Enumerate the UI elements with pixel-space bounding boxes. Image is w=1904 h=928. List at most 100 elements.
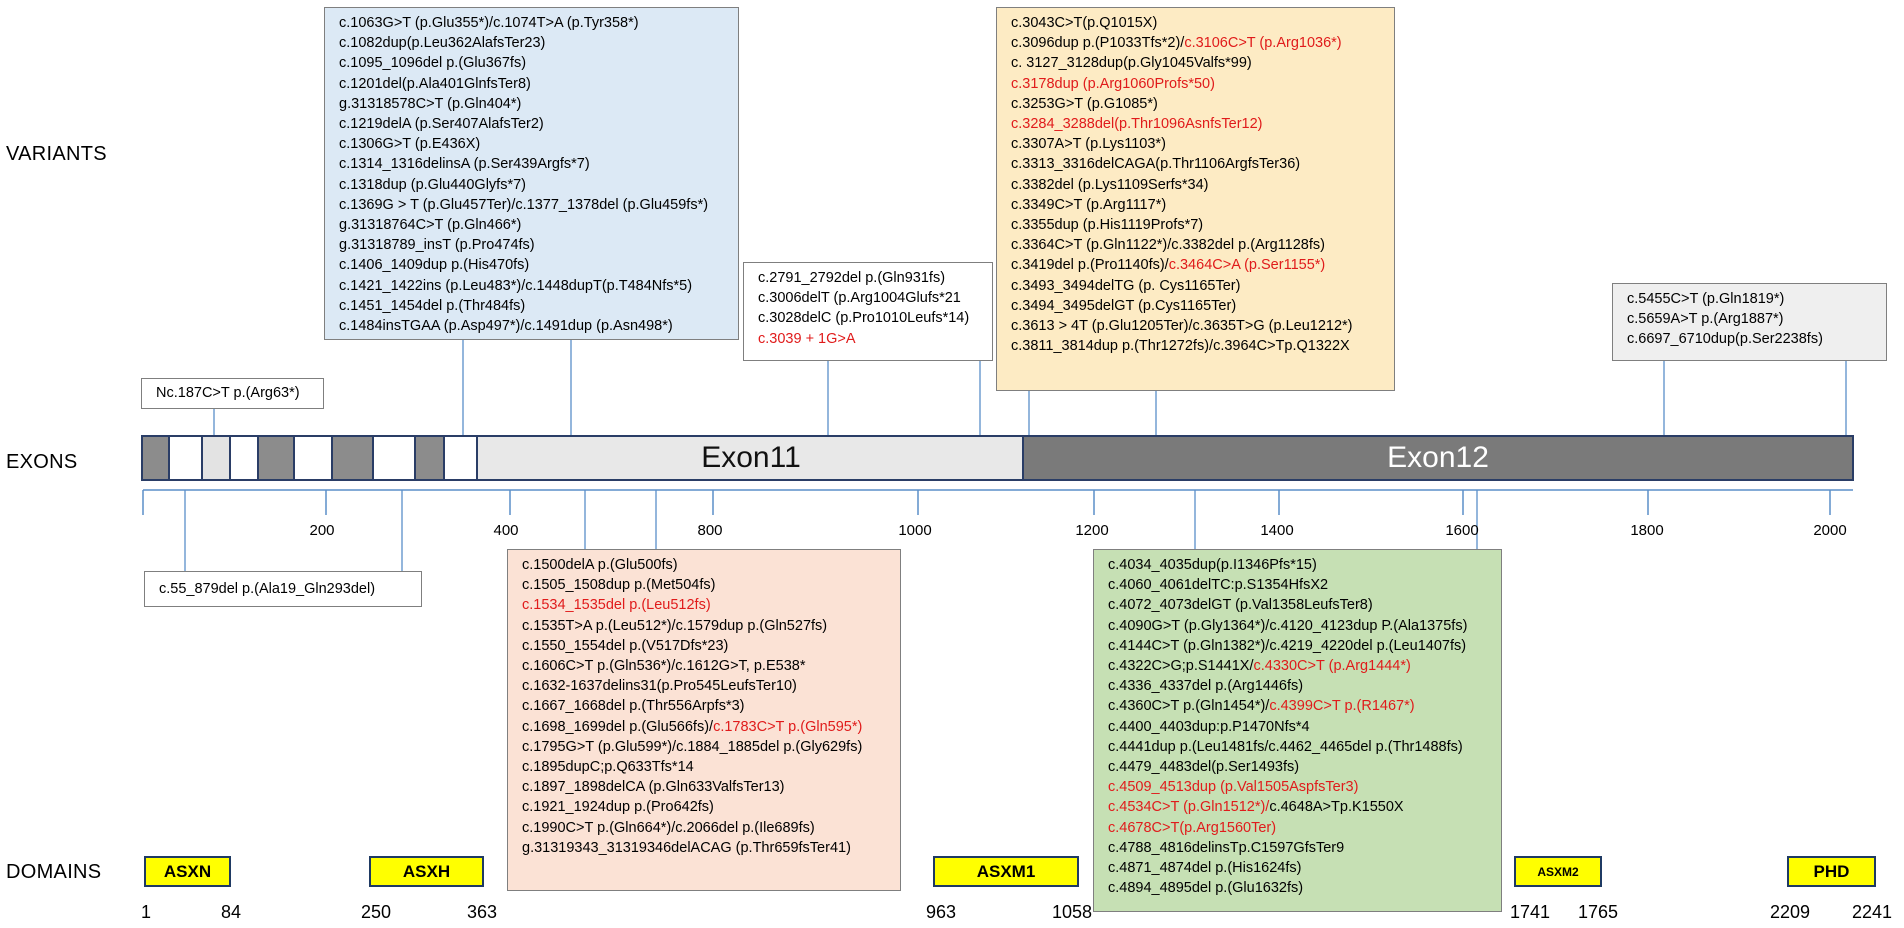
variant-line: c.4441dup p.(Leu1481fs/c.4462_4465del p.… xyxy=(1108,737,1491,757)
variant-line: c.1990C>T p.(Gln664*)/c.2066del p.(Ile68… xyxy=(522,818,890,838)
variant-line: c.1063G>T (p.Glu355*)/c.1074T>A (p.Tyr35… xyxy=(339,13,728,33)
exon-segment xyxy=(416,437,445,479)
variant-line: c.3253G>T (p.G1085*) xyxy=(1011,94,1384,114)
variant-box-c55: c.55_879del p.(Ala19_Gln293del) xyxy=(144,571,422,607)
variant-line: c.3349C>T (p.Arg1117*) xyxy=(1011,195,1384,215)
variant-line: c.4060_4061delTC:p.S1354HfsX2 xyxy=(1108,575,1491,595)
variant-line: c.1082dup(p.Leu362AlafsTer23) xyxy=(339,33,728,53)
variant-box-blue: c.1063G>T (p.Glu355*)/c.1074T>A (p.Tyr35… xyxy=(324,7,739,340)
variant-text: c.5659A>T p.(Arg1887*) xyxy=(1627,311,1784,328)
variant-line: c.1534_1535del p.(Leu512fs) xyxy=(522,595,890,615)
variant-line: c.3307A>T (p.Lys1103*) xyxy=(1011,134,1384,154)
variant-text-highlighted: c.3178dup (p.Arg1060Profs*50) xyxy=(1011,75,1215,92)
domain-end-asxm1: 1058 xyxy=(1051,902,1093,922)
axis-tick-label: 1200 xyxy=(1075,522,1109,539)
exon-segment xyxy=(295,437,333,479)
variant-line: c.4871_4874del p.(His1624fs) xyxy=(1108,858,1491,878)
variant-line: c.1921_1924dup p.(Pro642fs) xyxy=(522,797,890,817)
variant-text: c.4336_4337del p.(Arg1446fs) xyxy=(1108,678,1304,695)
axis-tick-label: 2000 xyxy=(1813,522,1847,539)
axis-tick-label: 1800 xyxy=(1630,522,1664,539)
variant-line: c.3364C>T (p.Gln1122*)/c.3382del p.(Arg1… xyxy=(1011,235,1384,255)
domain-asxn: ASXN xyxy=(144,856,231,887)
variant-text: c.1990C>T p.(Gln664*)/c.2066del p.(Ile68… xyxy=(522,819,815,836)
variant-text: c.3307A>T (p.Lys1103*) xyxy=(1011,136,1166,153)
domain-end-asxh: 363 xyxy=(466,902,498,922)
variant-text: g.31319343_31319346delACAG (p.Thr659fsTe… xyxy=(522,839,851,856)
variant-box-salmon: c.1500delA p.(Glu500fs)c.1505_1508dup p.… xyxy=(507,549,901,891)
variant-text: c.4788_4816delinsTp.C1597GfsTer9 xyxy=(1108,839,1345,856)
variant-line: c.4360C>T p.(Gln1454*)/c.4399C>T p.(R146… xyxy=(1108,696,1491,716)
variant-text: c.4360C>T p.(Gln1454*)/ xyxy=(1108,698,1270,715)
axis-tick-label: 800 xyxy=(697,522,723,539)
variant-text: c.1484insTGAA (p.Asp497*)/c.1491dup (p.A… xyxy=(339,318,673,335)
variant-line: c.2791_2792del p.(Gln931fs) xyxy=(758,268,982,288)
variant-text: c.1201del(p.Ala401GlnfsTer8) xyxy=(339,75,531,92)
variant-line: c.3494_3495delGT (p.Cys1165Ter) xyxy=(1011,296,1384,316)
variant-text-highlighted: c.3464C>A (p.Ser1155*) xyxy=(1168,257,1326,274)
variant-text-highlighted: c.4330C>T (p.Arg1444*) xyxy=(1253,658,1411,675)
variant-line: c.1667_1668del p.(Thr556Arpfs*3) xyxy=(522,696,890,716)
variant-line: c.1421_1422ins (p.Leu483*)/c.1448dupT(p.… xyxy=(339,276,728,296)
variant-line: c.1219delA (p.Ser407AlafsTer2) xyxy=(339,114,728,134)
variant-text: c.1606C>T p.(Gln536*)/c.1612G>T, p.E538* xyxy=(522,658,806,675)
axis-tick-label: 400 xyxy=(493,522,519,539)
variant-line: g.31318578C>T (p.Gln404*) xyxy=(339,94,728,114)
variant-line: c.1795G>T (p.Glu599*)/c.1884_1885del p.(… xyxy=(522,737,890,757)
variant-line: c.1201del(p.Ala401GlnfsTer8) xyxy=(339,74,728,94)
exon-segment xyxy=(259,437,295,479)
variant-text: c.1421_1422ins (p.Leu483*)/c.1448dupT(p.… xyxy=(339,277,693,294)
variant-line: c.3419del p.(Pro1140fs)/c.3464C>A (p.Ser… xyxy=(1011,255,1384,275)
variant-text: c.4060_4061delTC:p.S1354HfsX2 xyxy=(1108,577,1329,594)
variant-box-yellow: c.3043C>T(p.Q1015X)c.3096dup p.(P1033Tfs… xyxy=(996,7,1395,391)
variant-line: c.1318dup (p.Glu440Glyfs*7) xyxy=(339,175,728,195)
variant-text: c.3253G>T (p.G1085*) xyxy=(1011,95,1158,112)
variant-line: c.4400_4403dup:p.P1470Nfs*4 xyxy=(1108,717,1491,737)
variant-text-highlighted: c.3039 + 1G>A xyxy=(758,330,856,347)
variant-text: c.1082dup(p.Leu362AlafsTer23) xyxy=(339,35,546,52)
axis-tick-label: 200 xyxy=(309,522,335,539)
domain-asxm2: ASXM2 xyxy=(1514,856,1602,887)
axis-tick-label: 1000 xyxy=(898,522,932,539)
variant-line: c.1550_1554del p.(V517Dfs*23) xyxy=(522,636,890,656)
variant-text: c.4441dup p.(Leu1481fs/c.4462_4465del p.… xyxy=(1108,738,1463,755)
exon-segment xyxy=(231,437,259,479)
variant-text-highlighted: c.1534_1535del p.(Leu512fs) xyxy=(522,597,711,614)
variant-text-highlighted: c.4509_4513dup (p.Val1505AspfsTer3) xyxy=(1108,779,1359,796)
variant-line: g.31318764C>T (p.Gln466*) xyxy=(339,215,728,235)
variant-text: c.6697_6710dup(p.Ser2238fs) xyxy=(1627,331,1823,348)
variant-text: c.3355dup (p.His1119Profs*7) xyxy=(1011,217,1204,234)
variant-text-highlighted: c.4678C>T(p.Arg1560Ter) xyxy=(1108,819,1277,836)
domain-phd: PHD xyxy=(1787,856,1876,887)
variant-text: c.1632-1637delins31(p.Pro545LeufsTer10) xyxy=(522,678,797,695)
domain-end-asxm2: 1765 xyxy=(1577,902,1619,922)
variant-line: c.4144C>T (p.Gln1382*)/c.4219_4220del p.… xyxy=(1108,636,1491,656)
variant-line: c.1897_1898delCA (p.Gln633ValfsTer13) xyxy=(522,777,890,797)
variant-text: c.1406_1409dup p.(His470fs) xyxy=(339,257,530,274)
variant-text: c.5455C>T (p.Gln1819*) xyxy=(1627,291,1785,307)
variant-line: c.55_879del p.(Ala19_Gln293del) xyxy=(159,579,411,599)
variant-text: c.1550_1554del p.(V517Dfs*23) xyxy=(522,637,729,654)
domain-start-asxn: 1 xyxy=(140,902,152,922)
variant-text: c.4400_4403dup:p.P1470Nfs*4 xyxy=(1108,718,1310,735)
variant-line: c.1314_1316delinsA (p.Ser439Argfs*7) xyxy=(339,154,728,174)
variant-box-white: c.2791_2792del p.(Gln931fs) c.3006delT (p… xyxy=(743,262,993,361)
variant-text: c.3364C>T (p.Gln1122*)/c.3382del p.(Arg1… xyxy=(1011,237,1325,254)
variant-text: c.4648A>Tp.K1550X xyxy=(1269,799,1404,816)
domain-asxm1: ASXM1 xyxy=(933,856,1079,887)
variant-text: c.3006delT (p.Arg1004Glufs*21 xyxy=(758,290,961,307)
variant-line: c.3178dup (p.Arg1060Profs*50) xyxy=(1011,74,1384,94)
variant-line: g.31319343_31319346delACAG (p.Thr659fsTe… xyxy=(522,838,890,858)
variant-line: c.1895dupC;p.Q633Tfs*14 xyxy=(522,757,890,777)
variant-line: c.1095_1096del p.(Glu367fs) xyxy=(339,53,728,73)
variant-line: c.3313_3316delCAGA(p.Thr1106ArgfsTer36) xyxy=(1011,154,1384,174)
variant-line: c.3613 > 4T (p.Glu1205Ter)/c.3635T>G (p.… xyxy=(1011,316,1384,336)
variant-text-highlighted: c.1783C>T p.(Gln595*) xyxy=(713,718,863,735)
variant-line: c.5455C>T (p.Gln1819*) xyxy=(1627,289,1876,309)
variant-line: c.4479_4483del(p.Ser1493fs) xyxy=(1108,757,1491,777)
variant-line: c.6697_6710dup(p.Ser2238fs) xyxy=(1627,329,1876,349)
variant-text: c.3613 > 4T (p.Glu1205Ter)/c.3635T>G (p.… xyxy=(1011,318,1353,335)
variant-line: c.1500delA p.(Glu500fs) xyxy=(522,555,890,575)
exon-segment xyxy=(170,437,203,479)
variant-text: Nc.187C>T p.(Arg63*) xyxy=(156,385,300,401)
